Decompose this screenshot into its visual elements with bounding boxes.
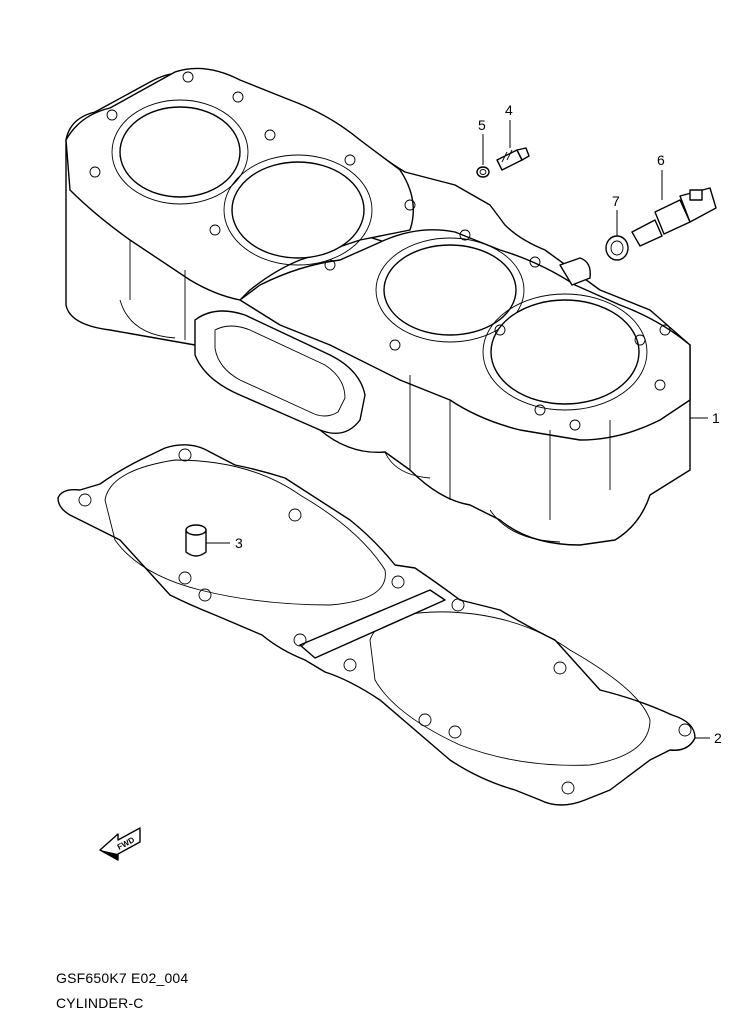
callout-6: 6 [657,152,665,168]
callout-7: 7 [612,193,620,209]
dowel-pin-part-3[interactable] [185,524,207,557]
diagram-code: GSF650K7 E02_004 [56,970,189,986]
diagram-title: CYLINDER-C [56,995,144,1011]
washer-part-5[interactable] [476,166,490,178]
temperature-sensor-part-6[interactable] [631,187,717,247]
cylinder-block[interactable] [65,67,691,546]
callout-4: 4 [505,102,513,118]
fitting-part-4[interactable] [496,147,530,171]
fwd-arrow-icon: FWD [99,827,141,861]
callout-2: 2 [714,730,722,746]
callout-5: 5 [478,117,486,133]
gasket-washer-part-7[interactable] [605,235,629,261]
head-gasket[interactable] [57,444,696,806]
callout-3: 3 [235,535,243,551]
callout-1: 1 [712,410,720,426]
callout-leaders [206,120,710,739]
